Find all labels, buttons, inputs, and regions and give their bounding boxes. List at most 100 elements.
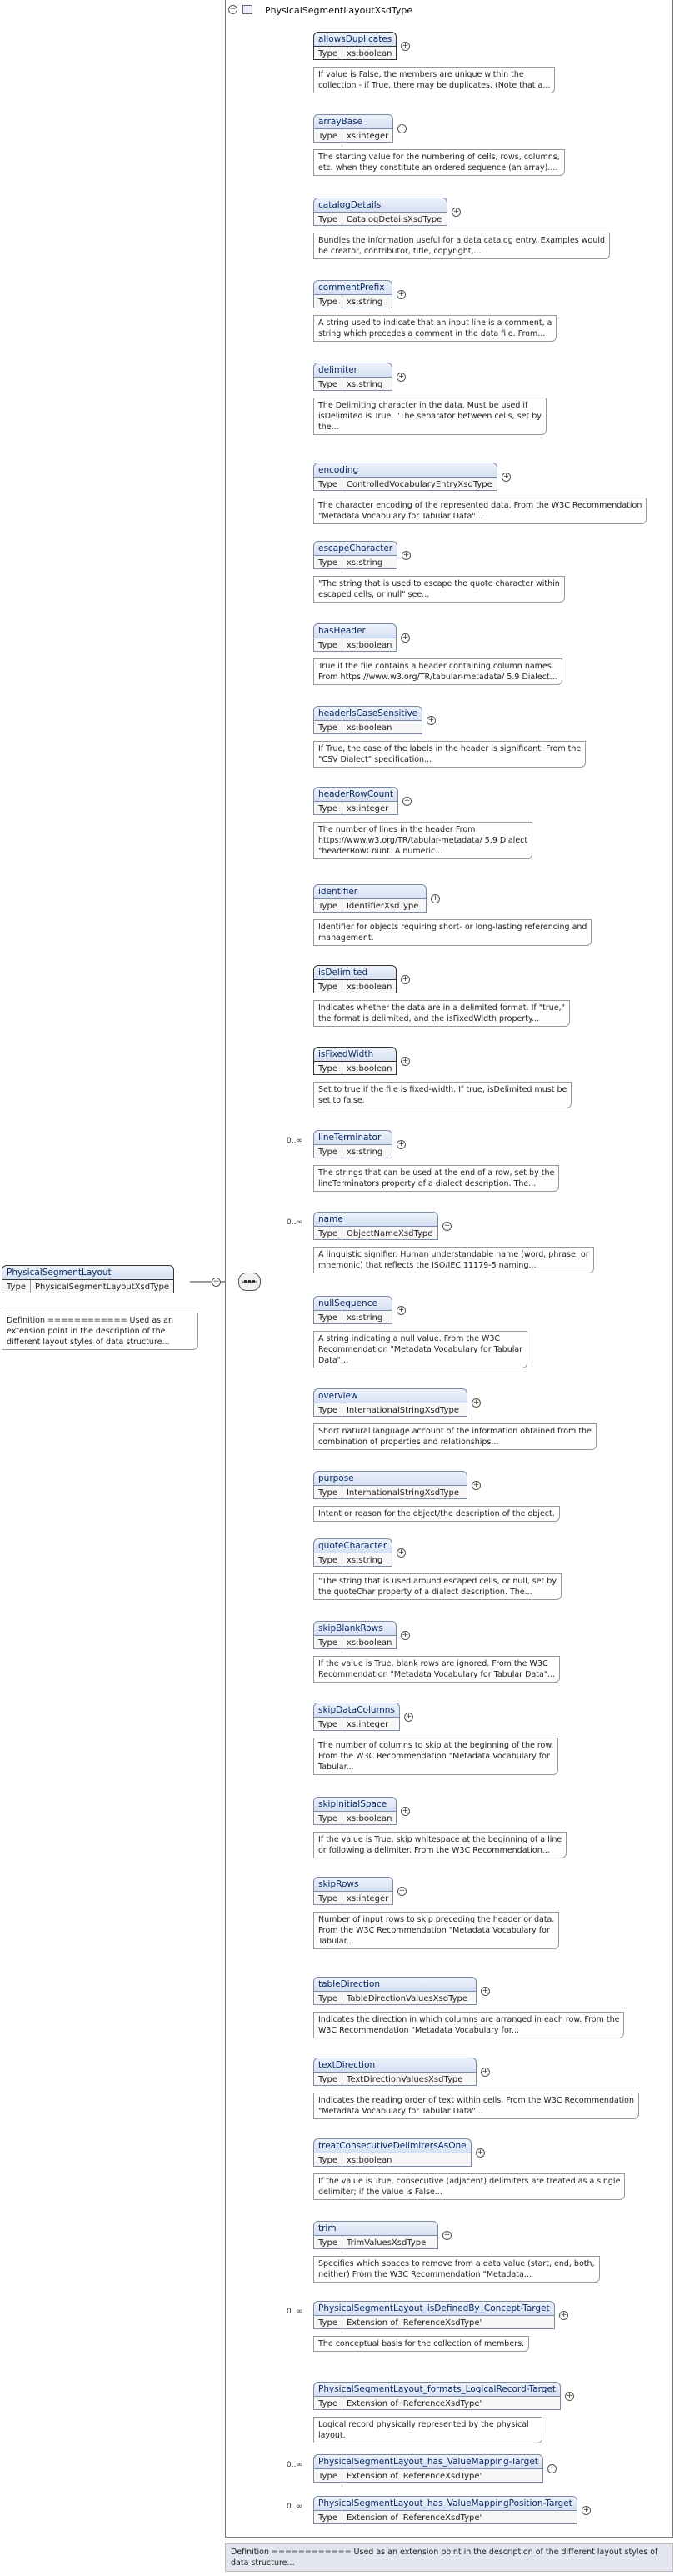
element-box[interactable]: PhysicalSegmentLayout_formats_LogicalRec… <box>313 2382 562 2410</box>
expand-element-icon[interactable]: + <box>472 1398 481 1408</box>
expand-element-icon[interactable]: + <box>404 1713 413 1722</box>
description-line: "The string that is used to escape the q… <box>318 579 560 588</box>
description-line: delimiter; if the value is False... <box>318 2188 442 2197</box>
expand-element-icon[interactable]: + <box>397 1140 406 1149</box>
expand-element-icon[interactable]: + <box>397 124 407 133</box>
element-type-value: xs:string <box>346 1313 383 1323</box>
expand-element-icon[interactable]: + <box>401 42 410 51</box>
description-line: collection - if True, there may be dupli… <box>318 81 551 90</box>
expand-element-icon[interactable]: + <box>397 290 406 299</box>
element-type-value: xs:boolean <box>346 1064 392 1073</box>
collapse-toggle-icon[interactable]: − <box>228 5 237 14</box>
root-element-box[interactable]: PhysicalSegmentLayout Type PhysicalSegme… <box>2 1265 175 1293</box>
element-box[interactable]: PhysicalSegmentLayout_isDefinedBy_Concep… <box>313 2301 555 2329</box>
element-type-value: xs:boolean <box>346 1814 392 1823</box>
expand-element-icon[interactable]: + <box>402 797 412 806</box>
bottom-definition: Definition ============ Used as an exten… <box>225 2543 673 2572</box>
expand-element-icon[interactable]: + <box>401 1057 410 1066</box>
element-description: Indicates the direction in which columns… <box>313 2012 625 2038</box>
expand-element-icon[interactable]: + <box>481 1987 490 1996</box>
expand-element-icon[interactable]: + <box>472 1481 481 1490</box>
expand-element-icon[interactable]: + <box>442 2231 452 2240</box>
element-type-label: Type <box>314 1718 342 1730</box>
element-description: Logical record physically represented by… <box>313 2417 542 2443</box>
expand-element-icon[interactable]: + <box>442 1222 452 1231</box>
expand-element-icon[interactable]: + <box>476 2148 485 2158</box>
element-type-value: xs:string <box>346 558 383 568</box>
description-line: isDelimited is True. "The separator betw… <box>318 412 542 421</box>
expand-element-icon[interactable]: + <box>582 2506 591 2515</box>
element-type-value: TextDirectionValuesXsdType <box>346 2075 463 2084</box>
expand-element-icon[interactable]: + <box>547 2464 557 2473</box>
expand-element-icon[interactable]: + <box>401 1631 410 1640</box>
description-line: Indicates whether the data are in a deli… <box>318 1003 565 1013</box>
description-line: or following a delimiter. From the W3C R… <box>318 1846 550 1855</box>
element-name: skipRows <box>313 1877 394 1891</box>
expand-element-icon[interactable]: + <box>565 2392 574 2401</box>
description-line: Specifies which spaces to remove from a … <box>318 2259 595 2268</box>
element-type-label: Type <box>314 2511 342 2523</box>
expand-element-icon[interactable]: + <box>401 975 410 984</box>
element-description: The Delimiting character in the data. Mu… <box>313 398 547 435</box>
expand-element-icon[interactable]: + <box>401 1807 410 1816</box>
expand-element-icon[interactable]: + <box>502 473 511 482</box>
expand-element-icon[interactable]: + <box>481 2068 490 2077</box>
occurrence-label: 0..∞ <box>287 2503 302 2511</box>
description-line: If the value is True, skip whitespace at… <box>318 1835 562 1844</box>
element-type-value: xs:integer <box>346 132 389 141</box>
element-box[interactable]: PhysicalSegmentLayout_has_ValueMapping-T… <box>313 2454 543 2483</box>
expand-element-icon[interactable]: + <box>401 633 410 643</box>
expand-element-icon[interactable]: + <box>397 1306 406 1315</box>
expand-element-icon[interactable]: + <box>431 894 440 903</box>
element-type-label: Type <box>314 213 342 225</box>
expand-root-icon[interactable]: − <box>212 1278 221 1287</box>
expand-element-icon[interactable]: + <box>397 1887 407 1896</box>
expand-element-icon[interactable]: + <box>452 208 461 217</box>
expand-element-icon[interactable]: + <box>559 2311 568 2320</box>
description-line: "headerRowCount. A numeric... <box>318 847 443 856</box>
element-type-value: xs:boolean <box>346 723 392 733</box>
element-description: A linguistic signifier. Human understand… <box>313 1247 594 1273</box>
element-description: The conceptual basis for the collection … <box>313 2336 530 2352</box>
description-line: From https://www.w3.org/TR/tabular-metad… <box>318 673 557 682</box>
description-line: Identifier for objects requiring short- … <box>318 923 587 932</box>
expand-element-icon[interactable]: + <box>427 716 436 725</box>
element-name: hasHeader <box>313 623 397 638</box>
description-line: The number of columns to skip at the beg… <box>318 1741 554 1750</box>
element-box[interactable]: PhysicalSegmentLayout_has_ValueMappingPo… <box>313 2496 577 2524</box>
expand-element-icon[interactable]: + <box>397 373 406 382</box>
expand-element-icon[interactable]: + <box>397 1548 406 1558</box>
expand-element-icon[interactable]: + <box>402 551 411 560</box>
